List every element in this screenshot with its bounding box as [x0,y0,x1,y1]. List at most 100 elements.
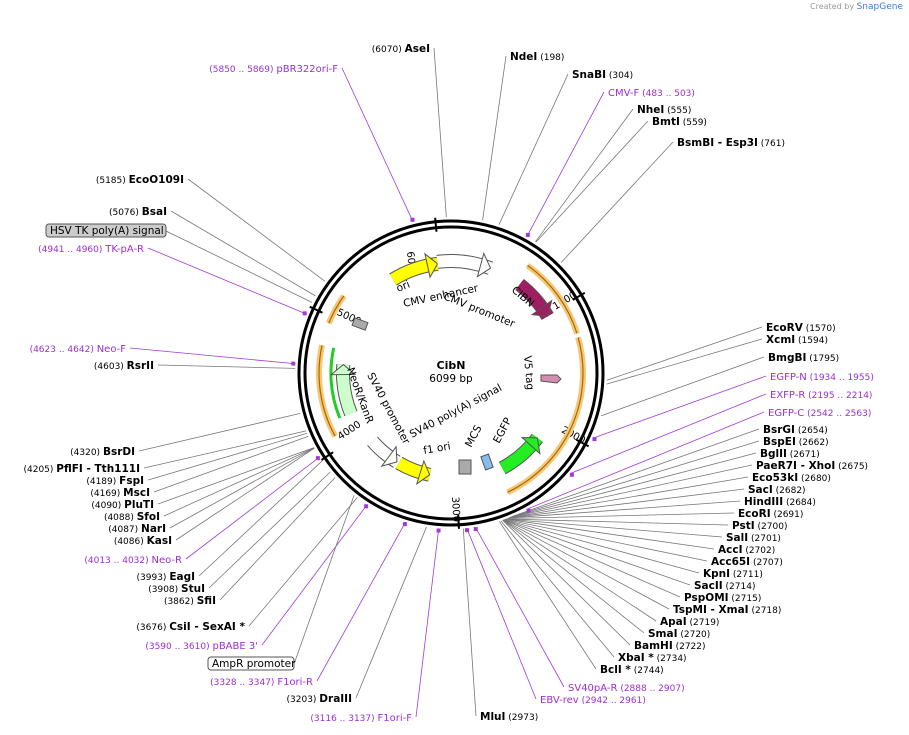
restriction-site-label: NheI (555) [637,104,691,116]
restriction-site-label: EcoRV (1570) [766,322,836,334]
site-leader-line [219,477,336,601]
v5-tag-label: V5 tag [521,355,536,390]
restriction-site-label: (3862) SfiI [164,595,216,607]
site-leader-line [510,452,757,518]
ampr-promoter-label: AmpR promoter [212,658,296,670]
site-leader-line [560,141,674,263]
site-leader-line [502,519,645,634]
restriction-site-label: (4090) PluTI [91,499,154,511]
restriction-site-label: (4169) MscI [90,487,150,499]
tick-label: 4000 [336,419,363,442]
restriction-site-label: EcoRI (2691) [738,508,803,520]
primer-mark [402,522,407,527]
restriction-site-label: BsmBI - Esp3I (761) [677,137,785,149]
primer-mark [569,472,574,477]
cmv-promoter-label: CMV promoter [442,291,517,331]
restriction-site-label: BsrGI (2654) [763,424,828,436]
site-leader-line [198,460,323,577]
primer-leader-line [466,528,537,700]
restriction-site-label: ApaI (2719) [660,616,719,628]
site-leader-line [502,519,657,622]
restriction-site-label: (3676) CsiI - SexAI * [136,621,245,633]
ori-label: ori [395,279,412,295]
restriction-site-label: Acc65I (2707) [711,556,783,568]
site-leader-line [606,338,763,385]
site-leader-line [462,528,477,717]
cmv-enhancer-feature [436,251,493,278]
restriction-site-label: (4087) NarI [108,523,166,535]
site-leader-line [504,518,708,562]
site-leader-line [535,108,634,243]
site-leader-line [482,55,507,221]
restriction-site-label: (6070) AseI [372,43,430,55]
tick-label: 3000 [449,496,461,522]
cibn-feature [515,278,554,321]
sv40-promoter-feature [367,436,401,468]
restriction-site-label: (4189) FspI [86,475,144,487]
restriction-site-label: Eco53kI (2680) [752,472,831,484]
primer-leader-line [475,526,565,688]
primer-mark [592,437,597,442]
restriction-site-label: AccI (2702) [718,544,775,556]
site-leader-line [498,521,597,670]
mcs-label: MCS [463,423,485,449]
f1-ori-feature [395,456,432,486]
snapgene-credit: Created by SnapGene [810,2,903,12]
restriction-site-label: SmaI (2720) [648,628,710,640]
primer-label: (4623 .. 4642) Neo-F [30,344,127,355]
orf-arc-green [329,347,342,419]
restriction-site-label: TspMI - XmaI (2718) [673,604,781,616]
site-leader-line [505,518,715,550]
site-leader-line [208,471,331,589]
restriction-site-label: (5076) BsaI [109,206,167,218]
restriction-site-label: NdeI (198) [510,51,564,63]
restriction-site-label: PspOMI (2715) [684,592,761,604]
restriction-site-label: SnaBI (304) [572,69,633,81]
site-leader-line [600,356,765,417]
primer-leader-line [592,375,767,439]
restriction-site-label: PstI (2700) [732,520,787,532]
site-leader-line [500,520,615,658]
restriction-site-label: (3993) EagI [137,571,195,583]
site-leader-line [163,447,315,517]
primer-leader-line [527,411,765,510]
restriction-site-label: BmgBI (1795) [768,352,839,364]
restriction-site-label: (4205) PflFI - Tth111I [23,463,140,475]
primer-label: SV40pA-R (2888 .. 2907) [568,683,685,694]
primer-label: EGFP-C (2542 .. 2563) [768,408,871,419]
site-leader-line [509,464,753,518]
site-leader-line [508,500,741,519]
site-leader-line [511,440,760,518]
primer-label: (3116 .. 3137) F1ori-F [310,713,412,724]
primer-mark [315,456,320,461]
site-leader-line [535,120,649,243]
site-leader-line [505,518,729,526]
site-leader-line [170,210,316,297]
restriction-site-label: (5185) EcoO109I [96,174,184,186]
primer-mark [525,232,530,237]
tick-mark [572,291,586,301]
ampr-promoter-label-leader [293,495,355,665]
tick-mark [575,438,590,448]
restriction-site-label: SacI (2682) [748,484,806,496]
f1-ori-label: f1 ori [422,440,451,457]
primer-mark [364,504,369,509]
primer-label: (4013 .. 4032) Neo-R [84,555,182,566]
primer-label: CMV-F (483 .. 503) [608,88,695,99]
orf-arc-core [328,295,345,324]
primer-mark [526,508,531,513]
primer-mark [410,217,415,222]
restriction-site-label: HindIII (2684) [744,496,816,508]
snapgene-logo: SnapGene [856,2,903,12]
primer-mark [473,527,478,532]
site-leader-line [147,432,308,481]
hsv-polya-box [351,317,369,331]
restriction-site-label: (3203) DraIII [287,693,353,705]
site-leader-line [355,526,427,699]
site-leader-line [606,326,763,381]
restriction-site-label: PaeR7I - XhoI (2675) [756,460,868,472]
tick-mark [457,514,460,529]
credit-prefix: Created by [810,2,855,11]
